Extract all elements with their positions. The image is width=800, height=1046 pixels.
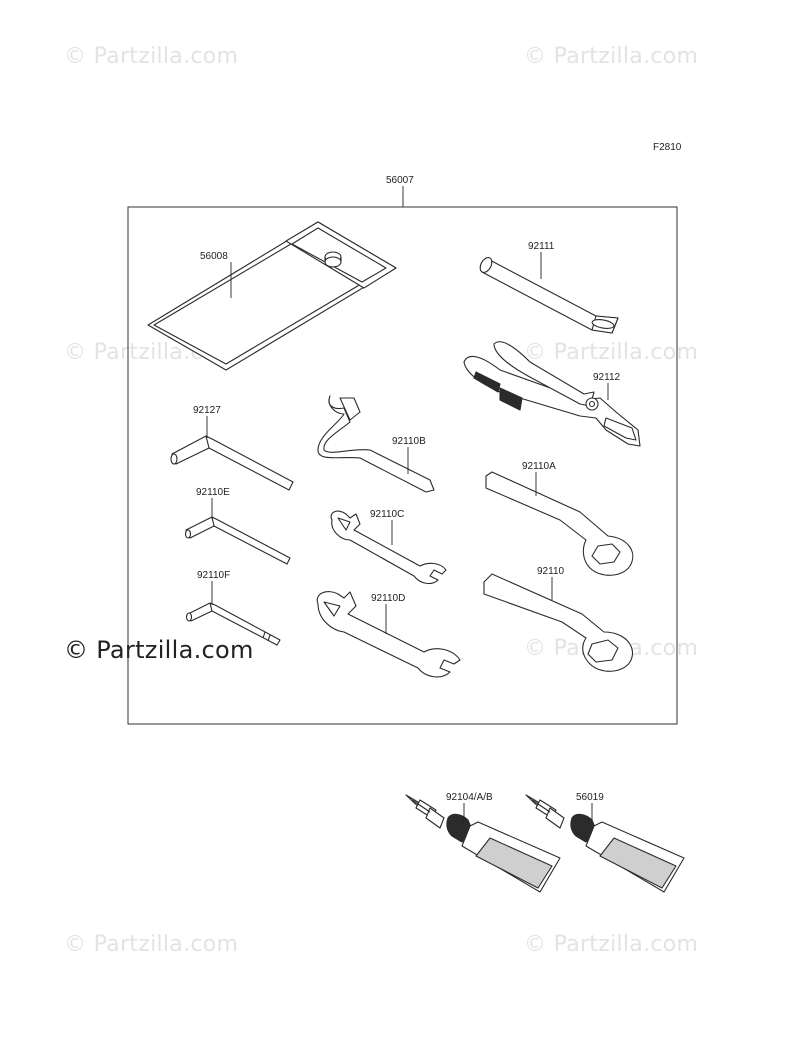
watermark: © Partzilla.com [524,340,699,365]
part-label-hex-f: 92110F [197,570,230,581]
part-label-spanner-b: 92110B [392,436,426,447]
watermark: © Partzilla.com [64,932,239,957]
watermark: © Partzilla.com [64,44,239,69]
hex-key-92110F[interactable] [185,602,281,646]
part-label-box-wrench: 92110 [537,566,565,577]
part-label-hex-e: 92110E [196,487,230,498]
part-label-hex-127: 92127 [193,405,221,416]
part-label-tube-grease: 92104/A/B [446,792,493,803]
hex-key-92127[interactable] [170,435,294,491]
watermark: © Partzilla.com [524,44,699,69]
sealant-tube-56019[interactable] [525,794,685,893]
kit-frame [127,206,678,725]
box-wrench-92110[interactable] [483,573,633,672]
part-label-wrench-c: 92110C [370,509,404,520]
hex-key-92110E[interactable] [184,516,291,565]
tool-pouch[interactable] [147,221,397,371]
part-label-pouch: 56008 [200,251,228,262]
figure-code: F2810 [653,142,682,153]
watermark: © Partzilla.com [524,932,699,957]
part-label-wrench-d: 92110D [371,593,405,604]
part-label-tube-sealant: 56019 [576,792,604,803]
open-wrench-92110C[interactable] [330,510,447,585]
part-label-pliers: 92112 [593,372,621,383]
pliers[interactable] [463,341,641,447]
open-wrench-92110D[interactable] [316,591,461,678]
grease-tube-92104[interactable] [405,794,561,893]
extension-bar[interactable] [478,256,619,334]
part-label-kit: 56007 [386,175,414,186]
part-label-extension: 92111 [528,241,555,252]
watermark: © Partzilla.com [64,636,254,664]
part-label-wrench-a: 92110A [522,461,556,472]
wrench-92110A[interactable] [485,471,634,576]
hook-spanner-92110B[interactable] [317,395,435,493]
